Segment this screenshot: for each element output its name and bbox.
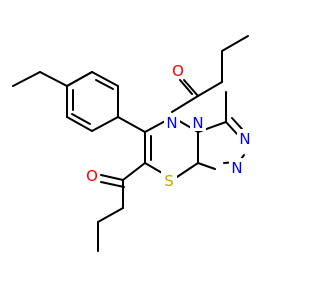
bond — [176, 162, 199, 178]
molecule-diagram: O O N N N N S — [12, 35, 253, 252]
nitrogen-triazole-1-label: N — [239, 130, 250, 148]
sulfur-label-bg — [161, 171, 177, 189]
nitrogen-fused-label: N — [192, 114, 203, 132]
bond — [91, 71, 119, 87]
bond — [117, 116, 146, 133]
bond — [197, 162, 216, 170]
bond — [91, 116, 119, 132]
bond — [97, 207, 124, 223]
bond — [231, 117, 243, 130]
bond — [183, 79, 199, 97]
bond — [66, 116, 93, 132]
bond-layer — [12, 35, 249, 252]
bond — [197, 81, 223, 97]
bond — [100, 174, 124, 181]
structure-canvas: O O N N N N S — [12, 35, 253, 252]
bond — [66, 71, 93, 87]
nitrogen-label-bg — [237, 129, 253, 147]
bond — [179, 79, 193, 95]
bond — [221, 35, 249, 52]
bond — [12, 71, 41, 87]
sulfur-label: S — [164, 172, 174, 190]
nitrogen-label-bg — [229, 158, 245, 176]
nitrogen-label-bg — [190, 113, 206, 131]
nitrogen-label-bg — [164, 113, 180, 131]
bond — [100, 181, 125, 188]
atom-label-layer: O O N N N N S — [84, 61, 253, 190]
bond — [95, 79, 114, 90]
bond — [171, 95, 199, 113]
oxygen-label-bg — [170, 61, 186, 79]
nitrogen-triazole-2-label: N — [231, 159, 242, 177]
bond — [225, 121, 238, 135]
oxygen-label-bg — [84, 166, 100, 184]
oxygen-top-label: O — [172, 62, 184, 80]
bond — [71, 113, 91, 125]
bond — [122, 162, 146, 181]
bond — [39, 71, 68, 87]
nitrogen-ring-label: N — [166, 114, 177, 132]
oxygen-left-label: O — [86, 167, 98, 185]
